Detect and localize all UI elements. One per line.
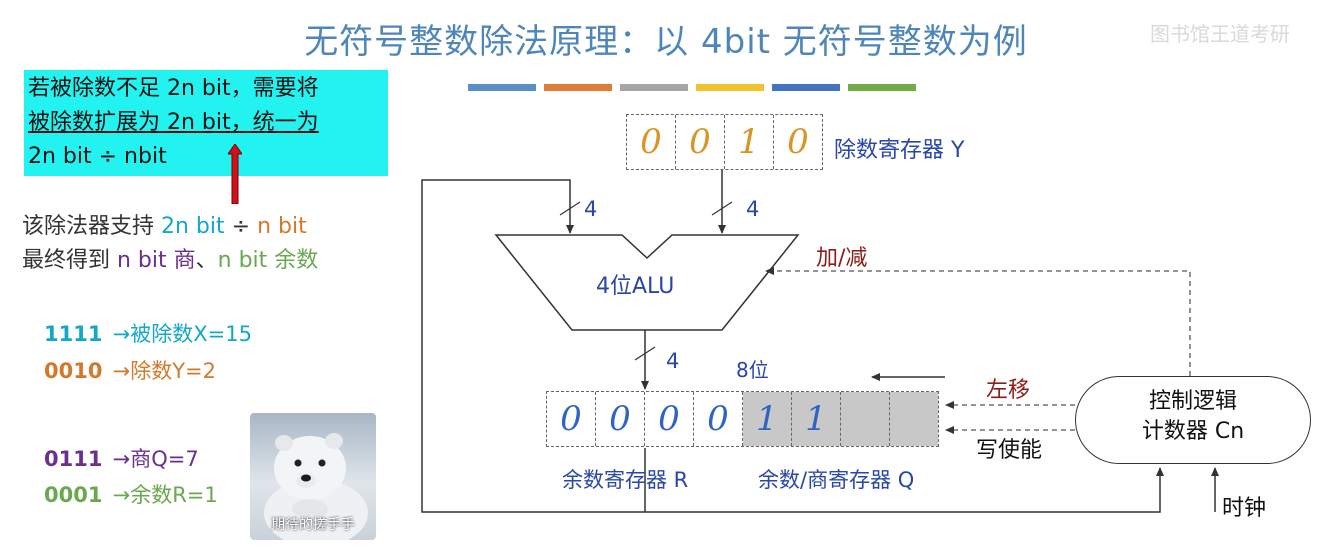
polar-bear-icon — [264, 433, 368, 540]
shift-left-label: 左移 — [986, 378, 1031, 403]
example-text: →除数Y=2 — [112, 359, 217, 383]
example-bits: 0010 — [44, 359, 103, 383]
remainder-register-label: 余数寄存器 R — [562, 468, 689, 492]
register-width-label: 8位 — [736, 358, 769, 382]
example-text: →商Q=7 — [112, 447, 199, 471]
write-enable-label: 写使能 — [976, 438, 1043, 463]
note-line1: 若被除数不足 2n bit，需要将 — [28, 76, 319, 101]
bottom-bus — [645, 467, 1164, 513]
divisor-bit: 0 — [627, 115, 676, 169]
example-quotient: 0111 →商Q=7 — [44, 443, 199, 473]
control-logic-box: 控制逻辑 计数器 Cn — [1075, 376, 1311, 464]
note-line2-tail: ，统一为 — [230, 110, 319, 135]
alu-left-bus-width: 4 — [584, 197, 598, 221]
support-line1: 该除法器支持 2n bit ÷ n bit — [22, 208, 307, 240]
example-bits: 1111 — [44, 322, 103, 346]
alu-output-bus-width: 4 — [666, 349, 680, 373]
example-dividend: 1111 →被除数X=15 — [44, 318, 252, 348]
quotient-width: n bit 商 — [117, 248, 196, 273]
color-bar — [468, 84, 536, 91]
note-box: 若被除数不足 2n bit，需要将 被除数扩展为 2n bit，统一为 2n b… — [24, 70, 388, 176]
control-line1: 控制逻辑 — [1148, 389, 1237, 414]
example-bits: 0111 — [44, 447, 103, 471]
watermark: 图书馆王道考研 — [1150, 22, 1290, 46]
divisor-register: 0 0 1 0 — [626, 114, 823, 170]
quotient-bit: 1 — [792, 392, 841, 446]
dividend-width: 2n bit — [161, 214, 225, 239]
color-bar — [848, 84, 916, 91]
quotient-bit: 1 — [743, 392, 792, 446]
remainder-bit: 0 — [645, 392, 694, 446]
divisor-bit: 1 — [725, 115, 774, 169]
example-bits: 0001 — [44, 483, 103, 507]
example-text: →余数R=1 — [112, 483, 218, 507]
example-divisor: 0010 →除数Y=2 — [44, 355, 216, 385]
meme-caption: 期待的搓手手 — [271, 517, 355, 533]
example-text: →被除数X=15 — [112, 322, 252, 346]
addsub-control-line — [765, 267, 1191, 376]
remainder-width: n bit 余数 — [217, 248, 319, 273]
remainder-quotient-register: 0 0 0 0 1 1 — [546, 391, 939, 447]
remainder-bit: 0 — [547, 392, 596, 446]
note-line2: 被除数扩展为 2n bit — [28, 110, 231, 135]
polar-bear-meme-image: 期待的搓手手 — [250, 413, 376, 540]
color-bar — [772, 84, 840, 91]
alu-shape — [494, 234, 800, 331]
control-line2: 计数器 Cn — [1141, 419, 1245, 444]
note-line3: 2n bit ÷ nbit — [28, 144, 167, 169]
support-prefix: 该除法器支持 — [22, 214, 161, 239]
support-line2: 最终得到 n bit 商、n bit 余数 — [22, 242, 318, 274]
color-bar — [696, 84, 764, 91]
color-bar — [620, 84, 688, 91]
example-remainder: 0001 →余数R=1 — [44, 479, 218, 509]
quotient-bit — [841, 392, 890, 446]
remainder-feedback-bus — [421, 179, 646, 513]
divisor-bit: 0 — [787, 122, 809, 162]
remainder-bit: 0 — [596, 392, 645, 446]
clock-label: 时钟 — [1222, 496, 1267, 521]
result-prefix: 最终得到 — [22, 248, 117, 273]
quotient-bit — [890, 392, 938, 446]
remainder-bit: 0 — [694, 392, 743, 446]
div-sign: ÷ — [224, 214, 258, 239]
divisor-bit: 0 — [676, 115, 725, 169]
add-sub-label: 加/减 — [816, 246, 868, 271]
up-arrow-icon — [228, 144, 242, 204]
alu-right-bus-width: 4 — [746, 197, 760, 221]
divisor-width: n bit — [257, 214, 307, 239]
separator: 、 — [195, 248, 218, 273]
quotient-register-label: 余数/商寄存器 Q — [758, 468, 915, 492]
alu-label: 4位ALU — [596, 274, 675, 299]
color-bar — [544, 84, 612, 91]
divisor-register-label: 除数寄存器 Y — [834, 138, 965, 163]
page-title: 无符号整数除法原理：以 4bit 无符号整数为例 — [304, 22, 1028, 62]
